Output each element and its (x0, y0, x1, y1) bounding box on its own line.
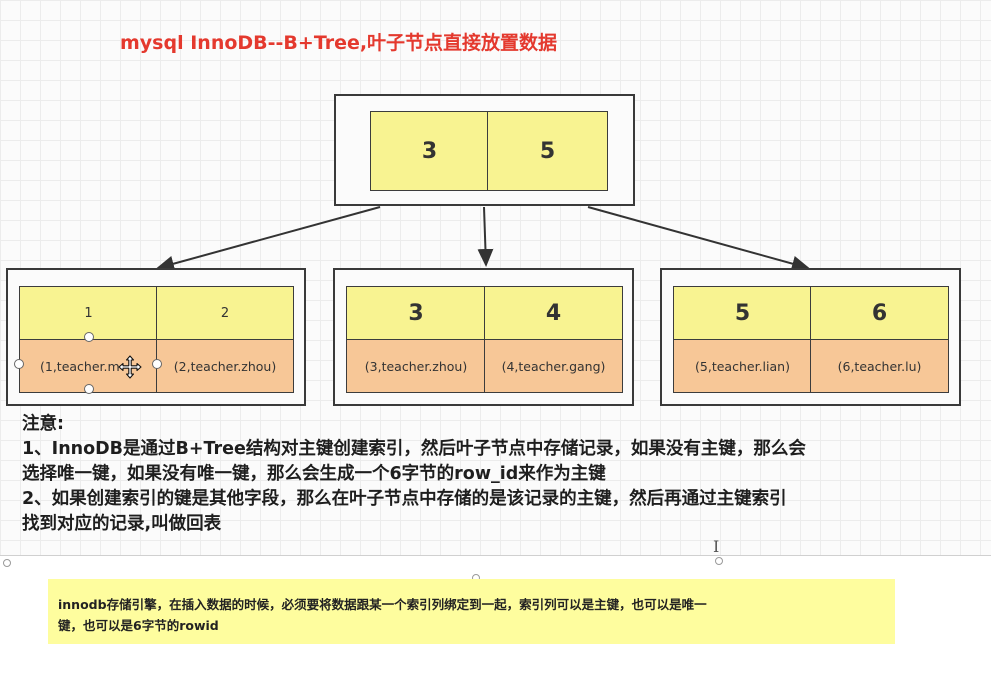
sticky-note[interactable]: innodb存储引擎，在插入数据的时候，必须要将数据跟某一个索引列绑定到一起，索… (48, 579, 895, 644)
leaf-2-data-2: (4,teacher.gang) (484, 339, 623, 393)
move-cursor-icon (118, 355, 142, 379)
root-key-2: 5 (487, 111, 608, 191)
notes-line-3: 2、如果创建索引的键是其他字段，那么在叶子节点中存储的是该记录的主键，然后再通过… (22, 489, 787, 509)
root-key-1: 3 (370, 111, 489, 191)
resize-handle-bottom[interactable] (84, 384, 94, 394)
edge-root-to-leaf-3 (587, 206, 810, 272)
notes-line-4: 找到对应的记录,叫做回表 (22, 514, 222, 534)
leaf-2-key-1: 3 (346, 286, 486, 341)
text-cursor-icon: I (713, 537, 720, 556)
edge-root-to-leaf-1 (156, 206, 381, 272)
resize-handle-left[interactable] (14, 359, 24, 369)
resize-handle-top[interactable] (84, 332, 94, 342)
leaf-1-key-2: 2 (156, 286, 294, 341)
tree-edges (156, 206, 810, 272)
leaf-node-2[interactable]: 3 4 (3,teacher.zhou) (4,teacher.gang) (333, 268, 634, 406)
edge-root-to-leaf-2 (477, 206, 494, 267)
leaf-node-3[interactable]: 5 6 (5,teacher.lian) (6,teacher.lu) (660, 268, 961, 406)
leaf-2-data-1: (3,teacher.zhou) (346, 339, 486, 393)
notes-line-1: 1、InnoDB是通过B+Tree结构对主键创建索引，然后叶子节点中存储记录，如… (22, 439, 806, 459)
notes-block: 注意: 1、InnoDB是通过B+Tree结构对主键创建索引，然后叶子节点中存储… (22, 412, 972, 537)
leaf-1-key-1: 1 (19, 286, 158, 341)
notes-line-2: 选择唯一键，如果没有唯一键，那么会生成一个6字节的row_id来作为主键 (22, 464, 606, 484)
leaf-2-key-2: 4 (484, 286, 623, 341)
leaf-node-1[interactable]: 1 2 (1,teacher.m (2,teacher.zhou) (6, 268, 306, 406)
connection-point-left (3, 559, 11, 567)
sticky-note-line-1: innodb存储引擎，在插入数据的时候，必须要将数据跟某一个索引列绑定到一起，索… (58, 597, 707, 612)
leaf-1-data-2: (2,teacher.zhou) (156, 339, 294, 393)
connection-point-right (715, 557, 723, 565)
root-node[interactable]: 3 5 (334, 94, 635, 206)
notes-heading: 注意: (22, 414, 64, 434)
leaf-3-key-1: 5 (673, 286, 812, 341)
resize-handle-right[interactable] (152, 359, 162, 369)
diagram-title: mysql InnoDB--B+Tree,叶子节点直接放置数据 (120, 32, 558, 54)
leaf-3-key-2: 6 (810, 286, 949, 341)
sticky-note-line-2: 键，也可以是6字节的rowid (58, 618, 219, 633)
leaf-3-data-2: (6,teacher.lu) (810, 339, 949, 393)
canvas-bottom-edge (0, 555, 991, 556)
leaf-3-data-1: (5,teacher.lian) (673, 339, 812, 393)
